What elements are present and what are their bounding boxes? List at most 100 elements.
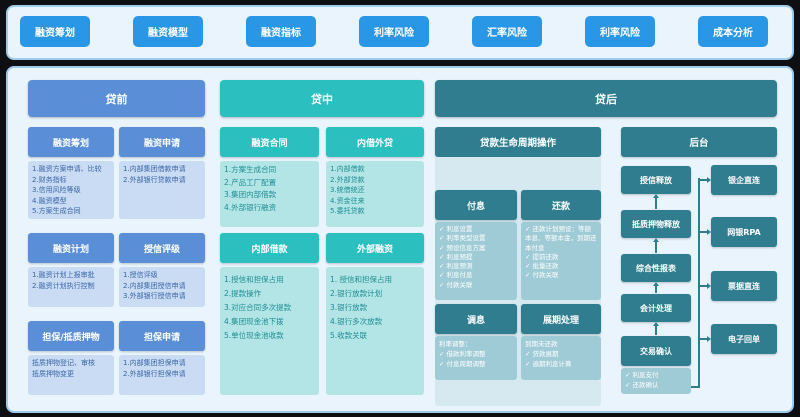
card-collateral-title: 担保/抵质押物 bbox=[28, 321, 114, 351]
list-item: 1.方案生成合同 bbox=[224, 165, 277, 174]
list-item: ✓ 付款关联 bbox=[439, 280, 473, 289]
flow-connector bbox=[698, 231, 707, 233]
list-item: 5.方案生成合同 bbox=[32, 207, 81, 215]
list-item: 2.外部银行贷款申请 bbox=[123, 175, 186, 184]
arrow-right-icon bbox=[707, 283, 711, 289]
tab-exchange-rate-risk[interactable]: 汇率风险 bbox=[472, 16, 542, 47]
list-item: 2.外部贷款 bbox=[330, 175, 365, 184]
tab-cost-analysis[interactable]: 成本分析 bbox=[698, 16, 768, 47]
card-financing-plan-title: 融资筹划 bbox=[28, 127, 114, 157]
card-internal-external-body: 1.内部借款 2.外部贷款 3.统借统还 4.资金往来 5.委托贷款 bbox=[326, 161, 424, 227]
card-financing-schedule-title: 融资计划 bbox=[28, 233, 114, 263]
list-item: 3.银行放款 bbox=[330, 303, 368, 312]
flow-accounting: 会计处理 bbox=[621, 294, 691, 322]
list-item: 4.外部银行融资 bbox=[224, 202, 277, 212]
rate-adjust-title: 调息 bbox=[435, 304, 517, 334]
list-item: ✓ 利息设置 bbox=[439, 225, 473, 233]
list-item: ✓ 付款关联 bbox=[525, 271, 559, 280]
list-item: 1.内部集团借款申请 bbox=[123, 165, 186, 173]
main-panel: 贷前 融资筹划 1.融资方案申请、比较 2.财务指标 3.信用风险等级 4.融资… bbox=[6, 66, 794, 413]
list-item: ✓ 付息周期调整 bbox=[439, 360, 486, 368]
list-item: 1.内部集团担保申请 bbox=[123, 359, 186, 367]
list-item: ✓ 利率类型设置 bbox=[439, 234, 486, 243]
card-internal-loan-title: 内部借款 bbox=[220, 233, 319, 263]
list-item: ✓ 借款利率调整 bbox=[439, 350, 486, 358]
list-item: ✓ 利息预提 bbox=[439, 252, 473, 261]
channel-bill-direct: 票据直连 bbox=[711, 271, 777, 301]
repayment-body: ✓ 还款计划预设：等额本息、等额本金，到期还本付息 ✓ 提前还款 ✓ 批量还款 … bbox=[521, 222, 601, 300]
repayment-title: 还款 bbox=[521, 190, 601, 220]
card-collateral-body: 抵质押物登记、审核 抵质押物变更 bbox=[28, 355, 114, 395]
list-item: 抵质押物登记、审核 bbox=[32, 359, 95, 367]
flow-connector bbox=[655, 242, 657, 253]
card-guarantee-apply-body: 1.内部集团担保申请 2.外部银行担保申请 bbox=[119, 355, 205, 395]
list-item: 2.银行放款计划 bbox=[330, 289, 383, 298]
flow-comprehensive-report: 综合性报表 bbox=[621, 254, 691, 282]
tab-financing-model[interactable]: 融资模型 bbox=[133, 16, 203, 47]
tab-interest-rate-risk[interactable]: 利率风险 bbox=[359, 16, 429, 47]
card-financing-schedule-body: 1.融资计划上报审批 2.融资计划执行控制 bbox=[28, 267, 114, 307]
post-loan-header: 贷后 bbox=[435, 80, 777, 117]
flow-connector bbox=[691, 386, 699, 388]
rate-adjust-body: 利率调整： ✓ 借款利率调整 ✓ 付息周期调整 bbox=[435, 336, 517, 380]
list-item: ✓ 利息预测 bbox=[439, 262, 473, 271]
arrow-right-icon bbox=[707, 336, 711, 342]
card-guarantee-apply-title: 担保申请 bbox=[119, 321, 205, 351]
channel-bank-direct: 银企直连 bbox=[711, 165, 777, 195]
flow-connector bbox=[655, 198, 657, 209]
list-item: ✓ 利息支付 bbox=[625, 371, 659, 379]
list-item: ✓ 预设信息方案 bbox=[439, 243, 486, 252]
arrow-up-icon bbox=[653, 282, 659, 286]
list-item: 2.外部银行担保申请 bbox=[123, 369, 186, 378]
list-item: 2.融资计划执行控制 bbox=[32, 281, 95, 290]
card-financing-apply-body: 1.内部集团借款申请 2.外部银行贷款申请 bbox=[119, 161, 205, 219]
list-item: ✓ 逾期利息计算 bbox=[525, 360, 572, 368]
card-financing-contract-body: 1.方案生成合同 2.产品工厂配置 3.集团内部借款 4.外部银行融资 bbox=[220, 161, 319, 227]
list-item: 5.收款关联 bbox=[330, 331, 368, 340]
card-external-financing-title: 外部融资 bbox=[326, 233, 424, 263]
list-item: 3.集团内部借款 bbox=[224, 190, 277, 199]
list-item: 1.内部借款 bbox=[330, 165, 365, 173]
flow-connector bbox=[655, 326, 657, 335]
tab-financing-plan[interactable]: 融资筹划 bbox=[20, 16, 90, 47]
list-item: 3.对应合同多次提款 bbox=[224, 303, 292, 312]
extension-body: 到期未还款 ✓ 贷款展期 ✓ 逾期利息计算 bbox=[521, 336, 601, 380]
card-financing-contract-title: 融资合同 bbox=[220, 127, 319, 157]
channel-ebank-rpa: 网银RPA bbox=[711, 217, 777, 247]
arrow-right-icon bbox=[707, 177, 711, 183]
card-external-financing-body: 1. 授信和担保占用 2.银行放款计划 3.银行放款 4.银行多次放款 5.收款… bbox=[326, 267, 424, 395]
tab-interest-rate-risk-2[interactable]: 利率风险 bbox=[585, 16, 655, 47]
mid-loan-header: 贷中 bbox=[220, 80, 424, 117]
list-item: 2.财务指标 bbox=[32, 175, 67, 184]
channel-e-receipt: 电子回单 bbox=[711, 324, 777, 354]
flow-connector bbox=[698, 285, 707, 287]
list-item: 3.统借统还 bbox=[330, 186, 365, 194]
card-credit-rating-body: 1.授信评级 2.内部集团授信申请 3.外部银行授信申请 bbox=[119, 267, 205, 307]
flow-collateral-release: 抵质押物释放 bbox=[621, 210, 691, 238]
card-internal-external-title: 内借外贷 bbox=[326, 127, 424, 157]
flow-connector bbox=[655, 286, 657, 293]
extension-title: 展期处理 bbox=[521, 304, 601, 334]
confirm-items: ✓ 利息支付 ✓ 还款确认 bbox=[621, 368, 691, 394]
list-item: 1.授信评级 bbox=[123, 271, 158, 279]
arrow-up-icon bbox=[653, 322, 659, 326]
list-item: 抵质押物变更 bbox=[32, 369, 74, 378]
arrow-right-icon bbox=[707, 229, 711, 235]
list-item: 到期未还款 bbox=[525, 340, 558, 348]
list-item: 1.融资计划上报审批 bbox=[32, 271, 95, 279]
list-item: ✓ 贷款展期 bbox=[525, 350, 559, 358]
list-item: ✓ 利息付息 bbox=[439, 271, 473, 280]
list-item: 4.融资模型 bbox=[32, 196, 67, 205]
list-item: ✓ 提前还款 bbox=[525, 252, 559, 261]
flow-connector bbox=[698, 179, 707, 181]
list-item: 2.产品工厂配置 bbox=[224, 177, 277, 187]
list-item: 2.提款操作 bbox=[224, 289, 262, 298]
card-financing-apply-title: 融资申请 bbox=[119, 127, 205, 157]
arrow-up-icon bbox=[653, 238, 659, 242]
card-financing-plan-body: 1.融资方案申请、比较 2.财务指标 3.信用风险等级 4.融资模型 5.方案生… bbox=[28, 161, 114, 219]
list-item: 1.融资方案申请、比较 bbox=[32, 165, 102, 173]
tab-financing-index[interactable]: 融资指标 bbox=[246, 16, 316, 47]
flow-credit-release: 授信释放 bbox=[621, 166, 691, 194]
list-item: 1.授信和担保占用 bbox=[224, 275, 284, 284]
list-item: 4.资金往来 bbox=[330, 196, 365, 205]
